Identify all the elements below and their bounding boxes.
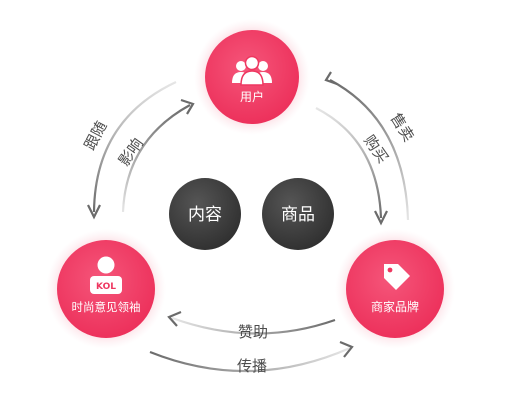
node-kol: KOL 时尚意见领袖 (46, 229, 166, 349)
label-influence: 影响 (115, 135, 147, 170)
svg-text:内容: 内容 (188, 205, 222, 225)
node-brand-label: 商家品牌 (371, 299, 419, 314)
label-sell: 售卖 (387, 110, 418, 145)
node-user: 用户 (194, 19, 310, 135)
label-sponsor: 赞助 (238, 323, 268, 341)
arrow-sponsor (167, 310, 336, 335)
node-kol-label: 时尚意见领袖 (72, 300, 141, 314)
label-spread: 传播 (237, 357, 267, 375)
price-tag-icon (384, 264, 410, 290)
arrow-influence (121, 98, 195, 213)
kol-person-icon: KOL (90, 256, 122, 294)
kol-badge-text: KOL (96, 282, 116, 292)
center-node-goods: 商品 (262, 178, 334, 250)
node-brand: 商家品牌 (335, 229, 455, 349)
arrow-sell (324, 71, 410, 221)
arrow-follow (87, 81, 177, 220)
arrow-spread (149, 340, 354, 373)
svg-text:商品: 商品 (281, 205, 315, 225)
arrow-buy (315, 107, 388, 226)
center-node-content: 内容 (169, 178, 241, 250)
node-user-label: 用户 (240, 89, 264, 104)
users-group-icon (232, 55, 272, 86)
